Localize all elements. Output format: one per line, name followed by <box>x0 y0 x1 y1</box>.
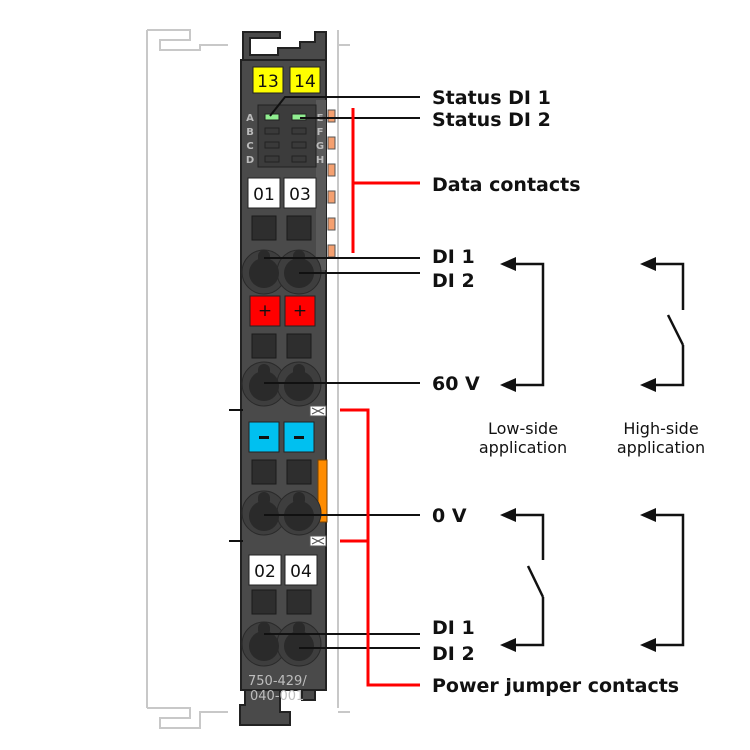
terminal-03-text: 03 <box>289 185 311 205</box>
label-status-di1: Status DI 1 <box>432 87 551 109</box>
arrow-icon <box>500 257 516 271</box>
leader-power-jumper <box>340 408 420 687</box>
lower-clamps <box>241 589 322 667</box>
arrow-icon <box>640 508 656 522</box>
arrow-icon <box>500 508 516 522</box>
low-side-upper-circuit <box>500 257 545 392</box>
led-letter-d: D <box>246 155 254 166</box>
data-contacts <box>327 109 336 258</box>
minus-clamps <box>241 459 322 536</box>
label-di1-top: DI 1 <box>432 246 475 268</box>
jumper-strip <box>317 459 328 523</box>
terminal-04: 04 <box>284 554 318 586</box>
label-low-side-2: application <box>479 438 567 457</box>
label-status-di2: Status DI 2 <box>432 109 551 131</box>
arrow-icon <box>500 378 516 392</box>
high-side-lower-circuit <box>640 508 685 652</box>
low-side-upper-wire <box>503 262 545 387</box>
minus-marker-right <box>283 421 315 453</box>
plus-text-right: + <box>293 301 307 321</box>
led-f <box>291 127 307 135</box>
label-0v: 0 V <box>432 505 467 527</box>
plus-text-left: + <box>258 301 272 321</box>
clamp-di1-upper <box>249 258 279 288</box>
minus-marker-left <box>248 421 280 453</box>
high-side-lower-wire <box>643 513 685 647</box>
led-g <box>291 141 307 149</box>
switch-icon <box>666 314 685 346</box>
plus-marker-right: + <box>284 295 316 327</box>
label-high-side-2: application <box>617 438 705 457</box>
led-letter-f: F <box>317 127 324 138</box>
low-side-lower-circuit <box>500 508 545 652</box>
leader-status-di1 <box>269 96 420 117</box>
switch-icon <box>526 565 545 598</box>
label-di2-bottom: DI 2 <box>432 643 475 665</box>
marker-14-text: 14 <box>294 72 316 92</box>
arrow-icon <box>500 638 516 652</box>
clamp-di1-lower <box>249 631 279 661</box>
part-number-line2: 040-001 <box>250 689 304 704</box>
plus-clamps <box>241 333 322 407</box>
arrow-icon <box>640 378 656 392</box>
leader-data-contacts <box>351 108 420 253</box>
terminal-04-text: 04 <box>290 562 312 582</box>
led-letter-c: C <box>246 141 253 152</box>
led-c <box>264 141 280 149</box>
led-letter-a: A <box>246 113 254 124</box>
leader-lines-red <box>340 108 420 687</box>
clamp-60v-left <box>249 371 279 401</box>
marker-14: 14 <box>289 66 321 94</box>
label-di1-bottom: DI 1 <box>432 617 475 639</box>
led-b <box>264 127 280 135</box>
high-side-upper-wire-top <box>643 262 685 310</box>
clamp-di2-lower <box>284 631 314 661</box>
low-side-lower-wire-top <box>503 513 545 560</box>
plus-marker-left: + <box>249 295 281 327</box>
clamp-60v-right <box>284 371 314 401</box>
led-letter-h: H <box>316 155 324 166</box>
high-side-upper-wire-bottom <box>643 345 685 387</box>
led-h <box>291 155 307 163</box>
label-power-jumper: Power jumper contacts <box>432 675 679 697</box>
led-letter-b: B <box>246 127 254 138</box>
led-letter-g: G <box>316 141 324 152</box>
arrow-icon <box>640 257 656 271</box>
low-side-lower-wire-bottom <box>503 597 545 647</box>
label-60v: 60 V <box>432 373 480 395</box>
terminal-01: 01 <box>247 177 281 209</box>
din-rail-outline <box>146 29 350 729</box>
power-jumper-nubs <box>229 405 327 547</box>
label-data-contacts: Data contacts <box>432 174 581 196</box>
led-panel: A B C D E F G H <box>246 104 324 168</box>
terminal-02: 02 <box>248 554 282 586</box>
terminal-01-text: 01 <box>253 185 275 205</box>
high-side-upper-circuit <box>640 257 685 392</box>
part-number-line1: 750-429/ <box>248 674 307 689</box>
leader-lines-black <box>264 96 420 649</box>
label-high-side-1: High-side <box>623 419 698 438</box>
terminal-03: 03 <box>283 177 317 209</box>
label-di2-top: DI 2 <box>432 270 475 292</box>
terminal-02-text: 02 <box>254 562 276 582</box>
label-low-side-1: Low-side <box>488 419 558 438</box>
marker-13: 13 <box>252 66 284 94</box>
led-d <box>264 155 280 163</box>
arrow-icon <box>640 638 656 652</box>
marker-13-text: 13 <box>257 72 279 92</box>
